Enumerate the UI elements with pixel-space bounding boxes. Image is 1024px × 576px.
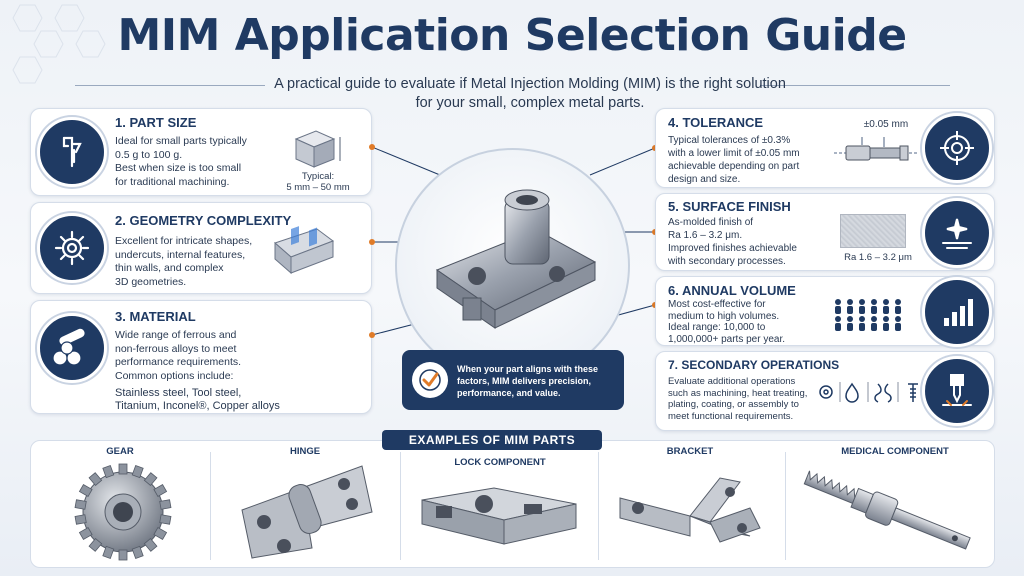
tolerance-value: ±0.05 mm [863, 119, 909, 130]
card-tolerance: 4. TOLERANCE Typical tolerances of ±0.3%… [655, 108, 995, 188]
pin-icon [834, 137, 918, 161]
callout-text: When your part aligns with these factors… [457, 364, 599, 398]
operations-icons [819, 382, 918, 403]
card-title: 7. SECONDARY OPERATIONS [668, 358, 840, 372]
card-annual-volume: 6. ANNUAL VOLUME Most cost-effective for… [655, 276, 995, 347]
card-material: 3. MATERIAL Wide range of ferrous and no… [30, 300, 372, 414]
hexagon-pattern-icon [12, 4, 106, 84]
card-title: 6. ANNUAL VOLUME [668, 283, 796, 298]
example-label-medical-component: MEDICAL COMPONENT [841, 446, 949, 457]
example-divider [598, 452, 599, 560]
examples-banner: EXAMPLES OF MIM PARTS [382, 430, 602, 450]
machining-icon [922, 356, 992, 426]
material-list: Stainless steel, Tool steel, Titanium, I… [115, 387, 280, 412]
cube-icon [294, 130, 341, 168]
metal-bars-icon [37, 313, 107, 383]
page-title: MIM Application Selection Guide [117, 10, 907, 61]
mim-part-image [435, 189, 597, 329]
bracket-part-image [619, 477, 761, 543]
card-text: Wide range of ferrous and non-ferrous al… [115, 329, 242, 382]
card-text: As-molded finish of Ra 1.6 – 3.2 μm. Imp… [668, 217, 797, 267]
example-label-hinge: HINGE [289, 446, 321, 457]
sparkle-surface-icon [922, 198, 992, 268]
card-secondary-operations: 7. SECONDARY OPERATIONS Evaluate additio… [655, 351, 995, 431]
example-label-lock-component: LOCK COMPONENT [454, 457, 546, 468]
connector-dot [369, 332, 375, 338]
target-icon [922, 113, 992, 183]
connector-dot [369, 239, 375, 245]
example-label-bracket: BRACKET [666, 446, 714, 457]
card-part-size: 1. PART SIZE Ideal for small parts typic… [30, 108, 372, 196]
people-group-icon [835, 299, 901, 331]
card-text: Ideal for small parts typically 0.5 g to… [115, 135, 247, 188]
complex-part-icon [274, 226, 335, 275]
lock-component-image [421, 487, 577, 545]
surface-texture-swatch [840, 214, 906, 248]
example-divider [400, 452, 401, 560]
card-text: Typical tolerances of ±0.3% with a lower… [668, 135, 800, 185]
bar-growth-icon [922, 277, 992, 347]
callout-summary: When your part aligns with these factors… [402, 350, 624, 410]
card-text: Excellent for intricate shapes, undercut… [115, 235, 253, 288]
size-note: Typical: 5 mm – 50 mm [286, 171, 350, 193]
page-subtitle: A practical guide to evaluate if Metal I… [274, 76, 786, 111]
card-geometry-complexity: 2. GEOMETRY COMPLEXITY Excellent for int… [30, 202, 372, 294]
center-part-showcase [395, 148, 630, 383]
card-text: Most cost-effective for medium to high v… [668, 299, 786, 345]
subtitle-divider [760, 85, 950, 86]
card-surface-finish: 5. SURFACE FINISH As-molded finish of Ra… [655, 193, 995, 271]
card-text: Evaluate additional operations such as m… [668, 376, 808, 422]
caliper-icon [37, 117, 107, 187]
hinge-part-image [241, 465, 373, 559]
card-title: 2. GEOMETRY COMPLEXITY [115, 213, 292, 228]
card-title: 3. MATERIAL [115, 309, 196, 324]
connector-dot [369, 144, 375, 150]
gear-icon [37, 213, 107, 283]
check-icon [412, 362, 448, 398]
medical-component-image [803, 470, 971, 550]
gear-part-image [74, 463, 172, 561]
example-label-gear: GEAR [106, 446, 134, 457]
card-title: 5. SURFACE FINISH [668, 199, 791, 214]
example-divider [785, 452, 786, 560]
card-title: 4. TOLERANCE [668, 115, 764, 130]
card-title: 1. PART SIZE [115, 115, 197, 130]
finish-value: Ra 1.6 – 3.2 μm [844, 252, 912, 263]
example-divider [210, 452, 211, 560]
subtitle-divider [75, 85, 265, 86]
